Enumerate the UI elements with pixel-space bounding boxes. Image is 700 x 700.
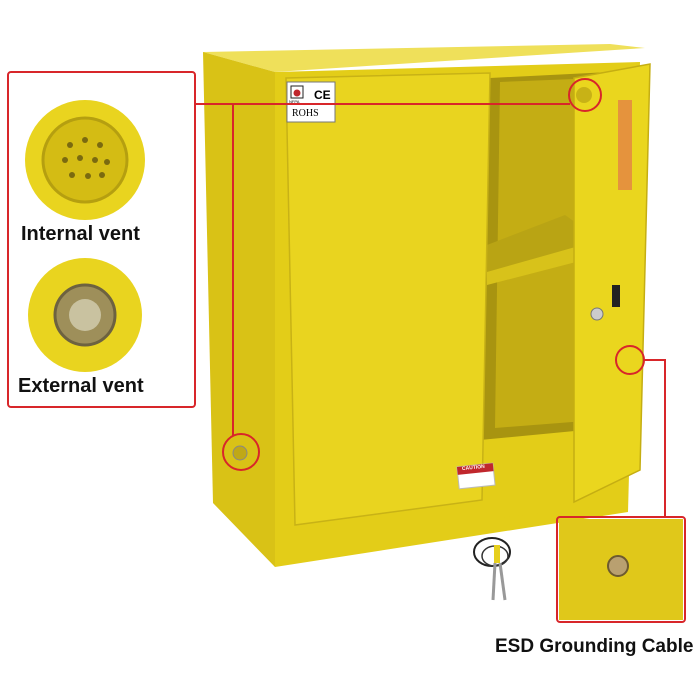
flame-icon xyxy=(290,85,304,99)
internal-vent-holes xyxy=(62,137,110,179)
flame-glyph xyxy=(293,89,301,97)
internal-vent-dot xyxy=(576,87,592,103)
internal-vent-label: Internal vent xyxy=(21,223,140,245)
shelf-top xyxy=(487,215,600,272)
cert-sticker xyxy=(286,81,336,123)
door-handle xyxy=(612,285,620,307)
caution-band xyxy=(456,463,494,475)
left-door xyxy=(285,72,491,526)
ce-mark: CE xyxy=(314,88,331,102)
callout-lines xyxy=(7,71,686,623)
right-door xyxy=(573,63,651,504)
external-vent-cap xyxy=(69,299,101,331)
external-vent-dot xyxy=(232,445,248,461)
external-vent-label: External vent xyxy=(18,375,144,397)
nfpa-mark: NFPA xyxy=(289,99,300,104)
internal-vent-ring xyxy=(41,116,129,204)
cabinet-top xyxy=(203,44,645,72)
rohs-mark: ROHS xyxy=(292,108,319,119)
esd-label: ESD Grounding Cable xyxy=(495,636,694,657)
door-lock-icon xyxy=(590,307,604,321)
esd-cable-icon xyxy=(473,537,511,601)
door-label xyxy=(618,100,632,190)
ground-bolt-icon xyxy=(607,555,629,577)
cabinet-side xyxy=(203,52,275,567)
